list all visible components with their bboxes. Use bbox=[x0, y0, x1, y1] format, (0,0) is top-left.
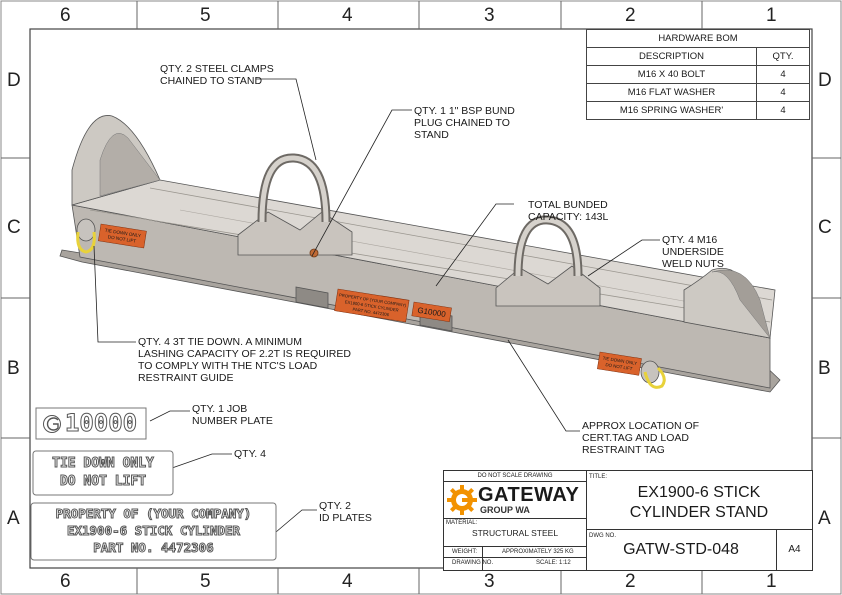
model-tag-right-line1: TIE DOWN ONLY bbox=[602, 356, 637, 366]
callout-bunded-capacity: TOTAL BUNDED CAPACITY: 143L bbox=[528, 199, 609, 223]
bom-row-qty: 4 bbox=[756, 65, 810, 84]
callout-weld-nuts: QTY. 4 M16 UNDERSIDE WELD NUTS bbox=[662, 234, 724, 270]
bom-row-qty: 4 bbox=[756, 101, 810, 120]
drawing-title-line2: CYLINDER STAND bbox=[629, 504, 769, 521]
model-tag-left: TIE DOWN ONLY DO NOT LIFT bbox=[98, 223, 147, 249]
model-tag-right-line2: DO NOT LIFT bbox=[605, 362, 633, 371]
title-block: DO NOT SCALE DRAWING G GATEWAY GROUP WA … bbox=[443, 470, 813, 571]
zone-bottom-3: 3 bbox=[484, 571, 495, 592]
callout-tie-down-plates: QTY. 4 bbox=[234, 448, 266, 460]
model-tag-left-line2: DO NOT LIFT bbox=[107, 234, 136, 243]
callout-cert-tag: APPROX LOCATION OF CERT.TAG AND LOAD RES… bbox=[582, 420, 700, 456]
zone-left-c: C bbox=[7, 217, 21, 238]
drawing-title-line1: EX1900-6 STICK bbox=[637, 484, 761, 501]
zone-left-a: A bbox=[7, 508, 20, 529]
company-name: GATEWAY bbox=[478, 484, 580, 506]
dwg-no-label: DWG NO. bbox=[589, 533, 616, 539]
left-end-plate-face bbox=[99, 133, 161, 197]
deck-edge bbox=[89, 209, 771, 323]
model-job-plate-text: G10000 bbox=[417, 306, 447, 319]
model-tag-right: TIE DOWN ONLY DO NOT LIFT bbox=[597, 351, 642, 376]
bom-title: HARDWARE BOM bbox=[586, 29, 810, 48]
zone-right-a: A bbox=[818, 508, 831, 529]
scale-value: SCALE: 1:12 bbox=[536, 560, 571, 566]
id-plate-line2: EX1900-6 STICK CYLINDER bbox=[66, 523, 241, 539]
bom-header-qty: QTY. bbox=[756, 47, 810, 66]
id-plate-outline bbox=[30, 502, 277, 561]
material-label: MATERIAL: bbox=[446, 520, 478, 526]
fork-pocket-left bbox=[295, 286, 329, 309]
model-id-plate-line3: PART NO. 4472306 bbox=[352, 307, 390, 318]
tie-down-plate-line2: DO NOT LIFT bbox=[59, 474, 147, 490]
bom-row: M16 SPRING WASHER' 4 bbox=[586, 101, 810, 120]
job-number-plate-text: 10000 bbox=[64, 409, 138, 438]
bom-row-description: M16 FLAT WASHER bbox=[586, 83, 757, 102]
do-not-scale-note: DO NOT SCALE DRAWING bbox=[477, 473, 553, 479]
sheet-size: A4 bbox=[788, 544, 801, 555]
id-plate-line3: PART NO. 4472306 bbox=[93, 540, 214, 556]
zone-right-b: B bbox=[818, 358, 831, 379]
zone-top-6: 6 bbox=[60, 5, 71, 26]
saddle-left bbox=[237, 211, 353, 256]
right-end-plate-top bbox=[711, 269, 771, 339]
gateway-logo-gear-icon bbox=[447, 485, 477, 515]
model-job-plate: G10000 bbox=[411, 301, 452, 323]
zone-top-4: 4 bbox=[342, 5, 353, 26]
dwg-no-value: GATW-STD-048 bbox=[623, 541, 739, 558]
zone-left-b: B bbox=[7, 358, 20, 379]
zone-right-c: C bbox=[818, 217, 832, 238]
bom-row-description: M16 SPRING WASHER' bbox=[586, 101, 757, 120]
zone-bottom-6: 6 bbox=[60, 571, 71, 592]
stand-model: TIE DOWN ONLY DO NOT LIFT TIE DOWN ONLY … bbox=[59, 115, 781, 393]
title-label: TITLE: bbox=[589, 474, 608, 480]
hardware-bom-table: HARDWARE BOM DESCRIPTION QTY. M16 X 40 B… bbox=[586, 29, 810, 120]
zone-bottom-5: 5 bbox=[200, 571, 211, 592]
callout-job-plate: QTY. 1 JOB NUMBER PLATE bbox=[192, 403, 273, 427]
bom-row-description: M16 X 40 BOLT bbox=[586, 65, 757, 84]
bom-header-description: DESCRIPTION bbox=[586, 47, 757, 66]
tie-down-plate-line1: TIE DOWN ONLY bbox=[52, 456, 155, 472]
bom-row: M16 X 40 BOLT 4 bbox=[586, 65, 810, 84]
zone-bottom-1: 1 bbox=[766, 571, 777, 592]
model-tag-left-line1: TIE DOWN ONLY bbox=[104, 228, 141, 239]
zone-left-d: D bbox=[7, 70, 21, 91]
zone-right-d: D bbox=[818, 70, 832, 91]
leader-lines bbox=[93, 78, 660, 533]
material-value: STRUCTURAL STEEL bbox=[471, 528, 559, 538]
company-subtitle: GROUP WA bbox=[480, 505, 530, 515]
callout-bund-plug: QTY. 1 1" BSP BUND PLUG CHAINED TO STAND bbox=[414, 105, 515, 141]
clamp-right-highlight bbox=[515, 217, 581, 277]
shackle-left bbox=[76, 218, 96, 254]
zone-bottom-2: 2 bbox=[625, 571, 636, 592]
weight-value: APPROXIMATELY 325 KG bbox=[502, 549, 574, 555]
shackle-right bbox=[640, 360, 666, 389]
zone-top-1: 1 bbox=[766, 5, 777, 26]
zone-top-3: 3 bbox=[484, 5, 495, 26]
callout-id-plates: QTY. 2 ID PLATES bbox=[319, 500, 372, 524]
zone-top-2: 2 bbox=[625, 5, 636, 26]
job-plate-g-icon bbox=[43, 415, 61, 433]
weight-label: WEIGHT: bbox=[452, 549, 477, 555]
deck-edge-back bbox=[149, 187, 773, 301]
zone-top-5: 5 bbox=[200, 5, 211, 26]
callout-steel-clamps: QTY. 2 STEEL CLAMPS CHAINED TO STAND bbox=[160, 63, 274, 87]
drawing-no-label: DRAWING NO. bbox=[452, 560, 494, 566]
id-plate-line1: PROPERTY OF (YOUR COMPANY) bbox=[55, 506, 252, 522]
callout-tie-down: QTY. 4 3T TIE DOWN. A MINIMUM LASHING CA… bbox=[138, 336, 351, 384]
zone-bottom-4: 4 bbox=[342, 571, 353, 592]
tie-down-plate-outline bbox=[32, 450, 174, 496]
bom-row-qty: 4 bbox=[756, 83, 810, 102]
clamp-left-highlight bbox=[259, 155, 329, 223]
bom-row: M16 FLAT WASHER 4 bbox=[586, 83, 810, 102]
